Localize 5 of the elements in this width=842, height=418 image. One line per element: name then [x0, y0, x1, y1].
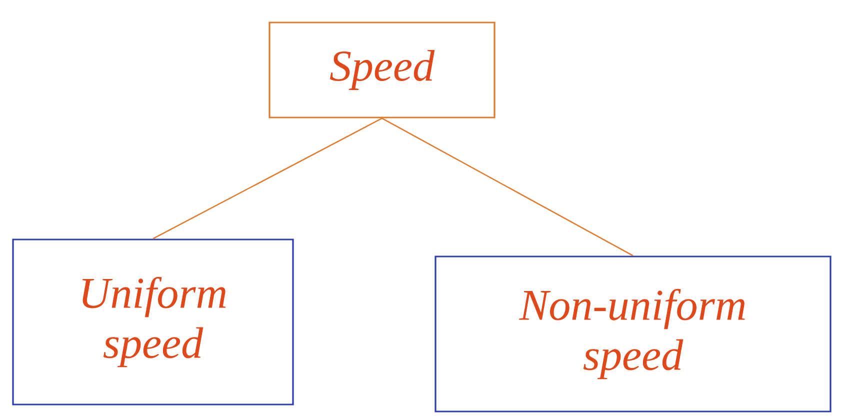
connector-line: [152, 118, 382, 240]
category-box: Uniform speed: [12, 238, 294, 406]
top-box: Speed: [268, 22, 496, 118]
category-box: Non-uniform speed: [434, 256, 832, 412]
connector-line: [382, 118, 634, 256]
